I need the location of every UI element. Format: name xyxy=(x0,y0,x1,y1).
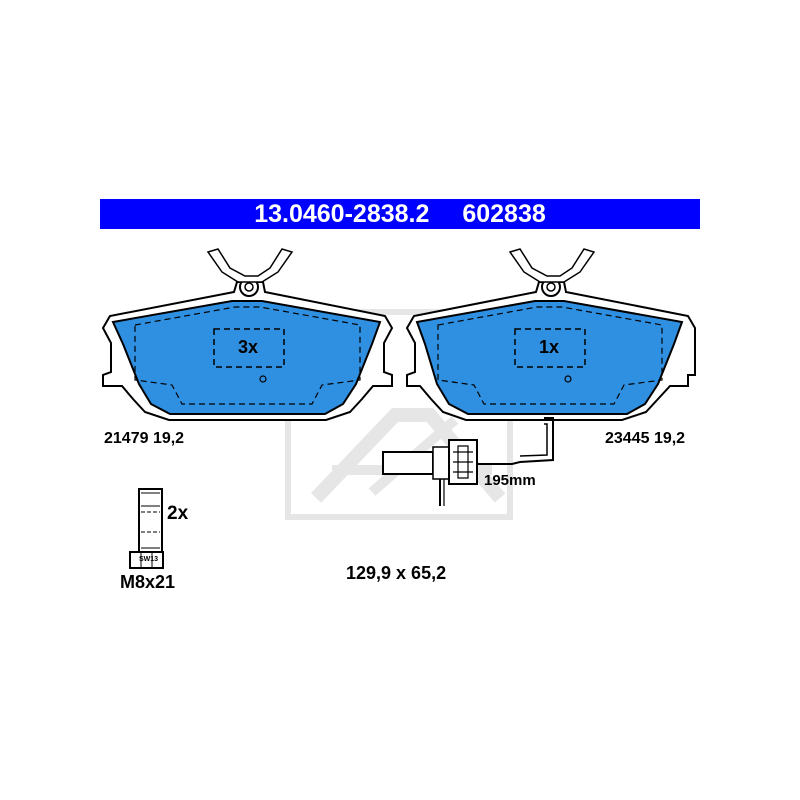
pad-dimensions: 129,9 x 65,2 xyxy=(346,563,447,583)
sensor-length-label: 195mm xyxy=(484,472,536,489)
bolt-size: M8x21 xyxy=(120,572,176,592)
pad-right-quantity: 1x xyxy=(539,337,560,357)
wear-sensor xyxy=(382,417,554,506)
pad-right-spring-clip xyxy=(508,248,596,283)
pad-left-window xyxy=(213,328,285,368)
part-number: 13.0460-2838.2 xyxy=(254,200,430,228)
pad-left-spring-clip xyxy=(206,248,294,283)
part-number-banner: 13.0460-2838.2 602838 xyxy=(100,199,700,229)
pad-right-hidden-outline xyxy=(437,306,663,405)
pad-right-code: 23445 19,2 xyxy=(605,430,686,447)
brake-pad-right xyxy=(405,248,696,421)
pad-left-hidden-outline xyxy=(134,306,361,405)
sensor-connector xyxy=(432,446,450,480)
bolt-shank xyxy=(138,488,163,553)
bolt-quantity: 2x xyxy=(167,503,189,524)
brake-pad-left xyxy=(101,248,394,421)
bolt-wrench-size: SW13 xyxy=(139,556,159,563)
pad-right-window xyxy=(514,328,586,368)
pad-left-code: 21479 19,2 xyxy=(104,430,185,447)
pad-left-small-hole xyxy=(259,375,267,383)
pad-left-quantity: 3x xyxy=(238,337,259,357)
pad-right-friction xyxy=(415,300,684,415)
sensor-plug-body xyxy=(382,451,434,475)
bolt-drawing xyxy=(129,488,164,569)
pad-right-small-hole xyxy=(564,375,572,383)
pad-left-friction xyxy=(111,300,382,415)
sensor-cable xyxy=(476,417,554,465)
alt-part-number: 602838 xyxy=(462,200,546,228)
